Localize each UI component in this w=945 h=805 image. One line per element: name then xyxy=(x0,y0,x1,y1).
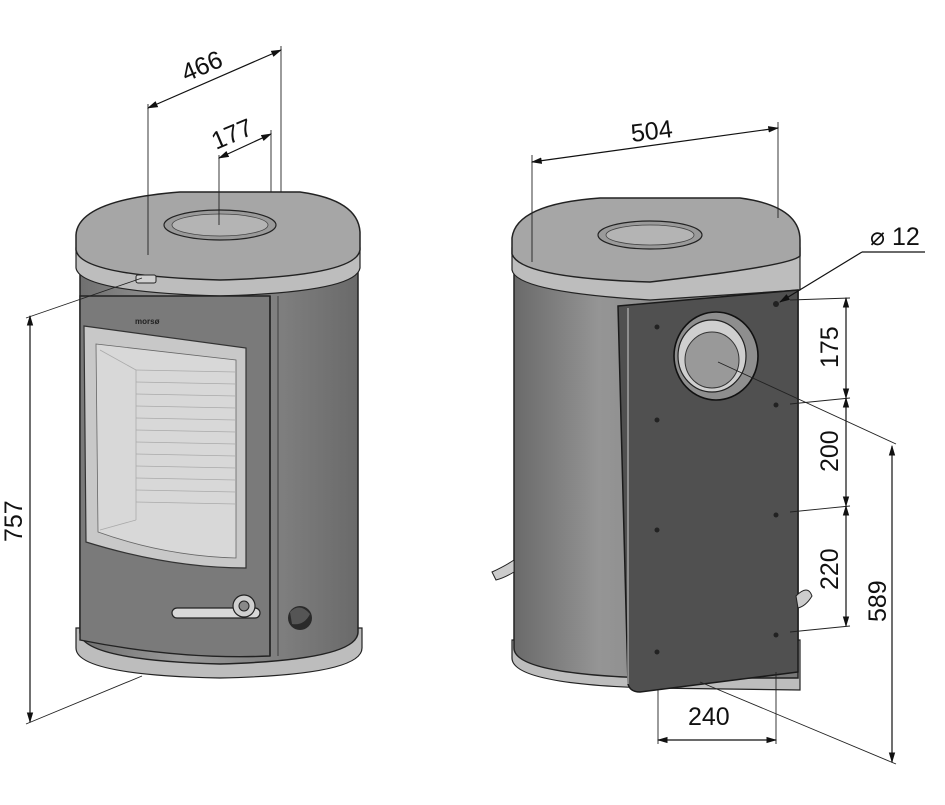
dim-depth-504: 504 xyxy=(530,115,780,262)
svg-text:240: 240 xyxy=(688,703,730,731)
dim-outlet-height-589: 589 xyxy=(699,361,897,765)
front-brand-label: morsø xyxy=(135,317,160,326)
dim-hole-diameter: ⌀ 12 xyxy=(779,223,925,303)
svg-text:466: 466 xyxy=(177,45,226,87)
dim-bracket-240: 240 xyxy=(656,672,778,744)
svg-text:200: 200 xyxy=(816,430,844,472)
svg-text:504: 504 xyxy=(629,115,674,148)
front-air-slider xyxy=(135,274,157,284)
dim-spacing-200: 200 xyxy=(789,396,851,513)
front-view-stove: morsø xyxy=(75,191,363,679)
dim-spacing-220: 220 xyxy=(789,504,851,633)
svg-text:177: 177 xyxy=(207,113,256,155)
svg-text:220: 220 xyxy=(816,548,844,590)
dim-height-757: 757 xyxy=(0,277,143,725)
back-view-stove xyxy=(491,197,813,693)
svg-text:⌀ 12: ⌀ 12 xyxy=(870,223,920,251)
back-mount-screws xyxy=(654,301,779,655)
svg-text:757: 757 xyxy=(0,500,28,542)
svg-text:589: 589 xyxy=(864,580,892,622)
front-firebox-lines xyxy=(99,349,237,531)
svg-text:175: 175 xyxy=(816,326,844,368)
back-mount-plate xyxy=(617,289,799,693)
dim-spacing-175: 175 xyxy=(789,296,851,405)
back-flue-outlet xyxy=(673,311,759,401)
back-side-lever xyxy=(491,559,515,581)
back-side-knob xyxy=(795,589,813,609)
